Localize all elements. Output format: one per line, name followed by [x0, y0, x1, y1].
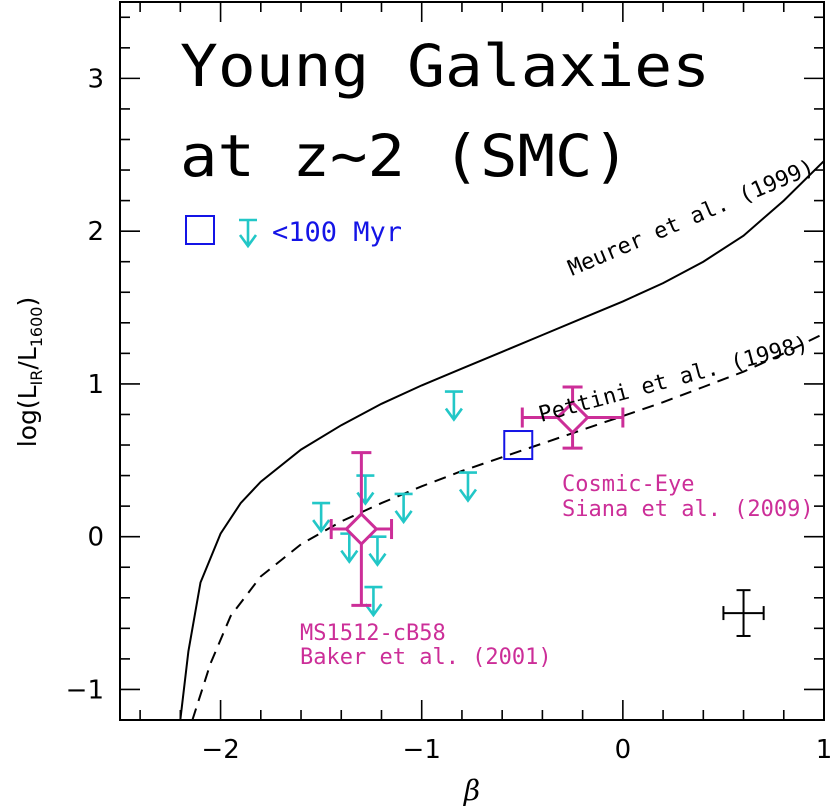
- chart-title-line1: Young Galaxies: [180, 32, 710, 100]
- data-points: [312, 385, 765, 637]
- pettini-curve: [191, 332, 825, 721]
- upper-limit-point: [394, 492, 413, 525]
- meurer-curve: [179, 160, 825, 721]
- chart-title-line2: at z~2 (SMC): [180, 122, 630, 190]
- axis-ticks: −2 −1 0 1 −1 0 1 2 3: [66, 2, 830, 765]
- labeled-point: [520, 385, 625, 450]
- upper-limit-point: [458, 471, 478, 503]
- x-tick-label: 1: [816, 735, 830, 765]
- y-tick-label: 2: [87, 217, 104, 247]
- upper-limit-point: [364, 585, 383, 618]
- y-tick-label: 1: [87, 370, 104, 400]
- x-axis-label: β: [463, 774, 480, 807]
- y-tick-label: −1: [66, 675, 104, 705]
- cosmic-eye-name: Cosmic-Eye: [562, 472, 694, 497]
- upper-limit-point: [444, 390, 463, 422]
- upper-limit-point: [368, 535, 387, 567]
- upper-limit-point: [356, 474, 375, 506]
- young-galaxy-point: [503, 430, 534, 461]
- legend-arrow-marker: [238, 218, 258, 249]
- upper-limit-point: [312, 501, 331, 534]
- cb58-name: MS1512-cB58: [300, 621, 446, 646]
- model-curves: [179, 160, 825, 721]
- x-tick-label: −1: [403, 735, 441, 765]
- cb58-ref: Baker et al. (2001): [300, 645, 552, 670]
- y-tick-label: 0: [87, 523, 104, 553]
- y-tick-label: 3: [87, 64, 104, 94]
- cosmic-eye-ref: Siana et al. (2009): [562, 497, 814, 522]
- x-tick-label: 0: [615, 735, 632, 765]
- legend-square-marker: [185, 215, 215, 245]
- legend-label: <100 Myr: [272, 217, 402, 248]
- y-axis-label: log(LIR/L1600): [13, 297, 46, 447]
- labeled-point: [329, 451, 394, 607]
- plot-frame: [119, 1, 825, 721]
- pettini-curve-label: Pettini et al. (1998): [536, 332, 811, 428]
- typical-error-bar: [722, 589, 765, 637]
- x-tick-label: −2: [201, 735, 239, 765]
